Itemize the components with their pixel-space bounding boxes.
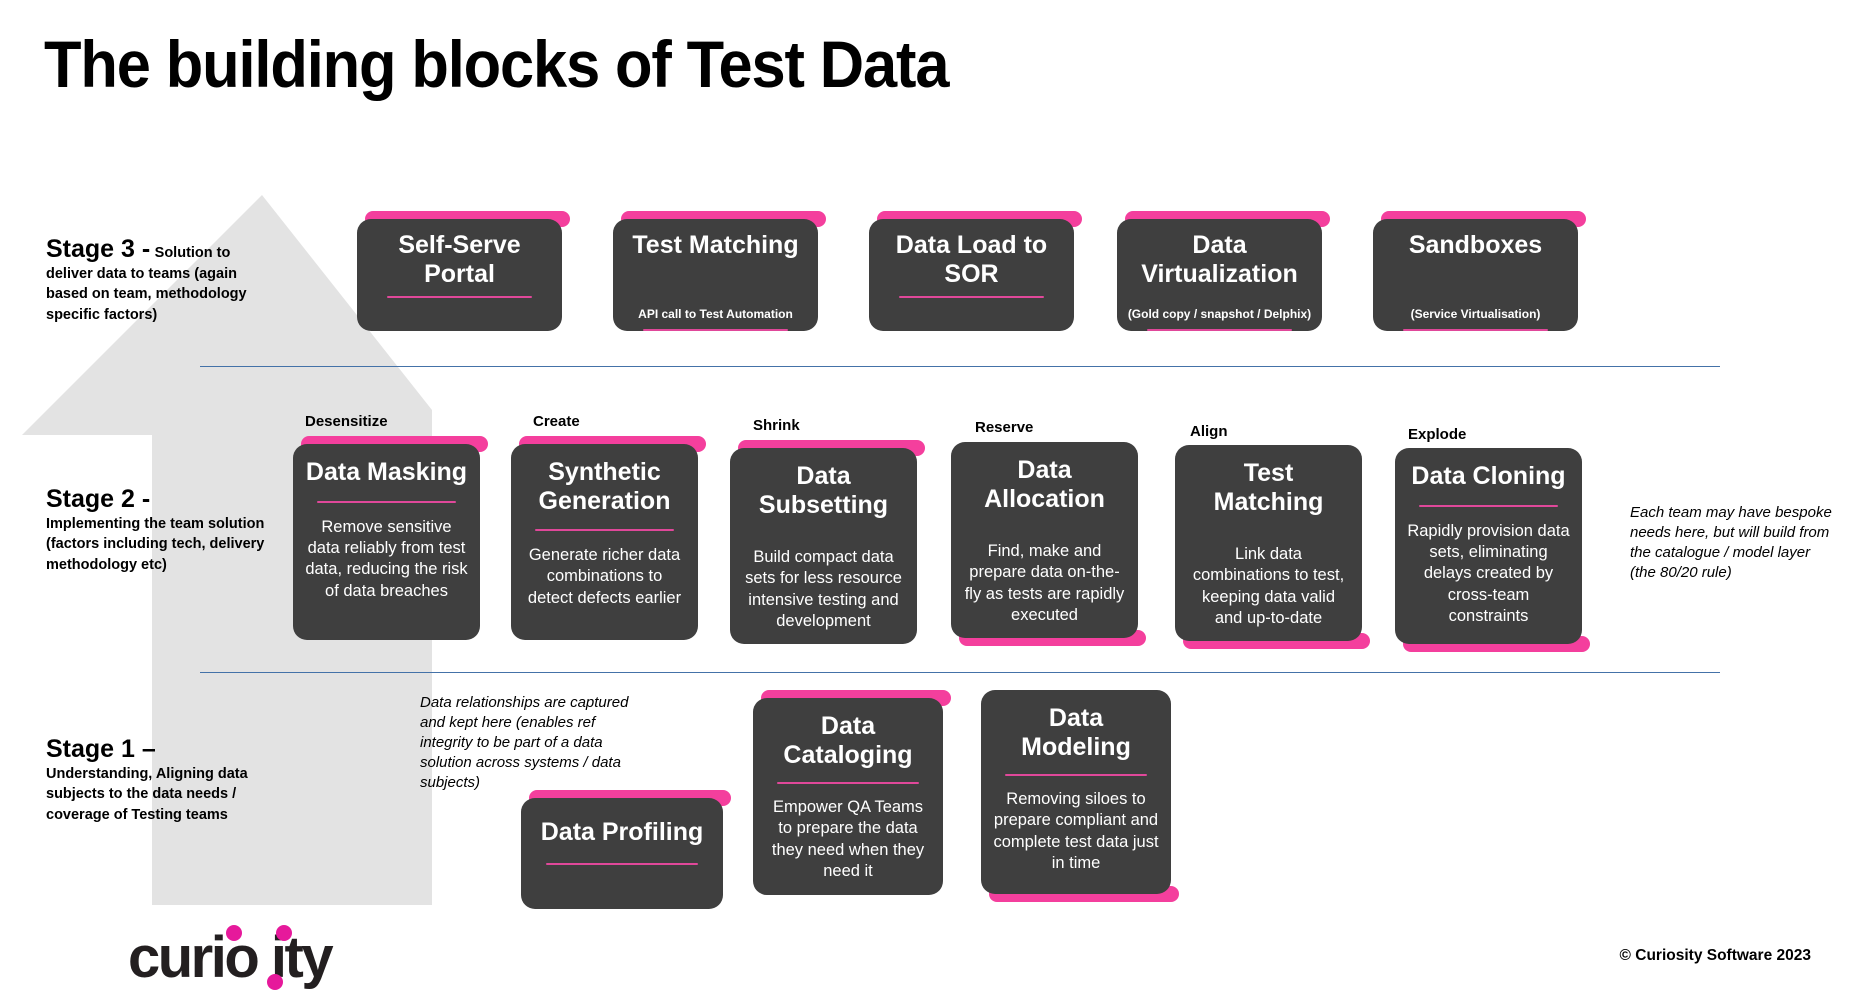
- card-body: Data Cloning Rapidly provision data sets…: [1395, 448, 1582, 644]
- stage-3-label: Stage 3 - Solution to deliver data to te…: [46, 235, 271, 325]
- copyright-text: © Curiosity Software 2023: [1619, 947, 1811, 964]
- card-body: Data Virtualization (Gold copy / snapsho…: [1117, 219, 1322, 331]
- card-body: Data Allocation Find, make and prepare d…: [951, 442, 1138, 638]
- card-synthetic-generation[interactable]: Synthetic Generation Generate richer dat…: [511, 436, 706, 640]
- stage-1-heading: Stage 1 –: [46, 735, 156, 763]
- card-data-allocation[interactable]: Data Allocation Find, make and prepare d…: [951, 442, 1146, 646]
- card-subtitle: (Gold copy / snapshot / Delphix): [1127, 306, 1312, 321]
- card-description: Empower QA Teams to prepare the data the…: [771, 798, 925, 881]
- card-data-virtualization[interactable]: Data Virtualization (Gold copy / snapsho…: [1117, 211, 1330, 331]
- card-title: Data Profiling: [540, 818, 704, 846]
- note-stage2-right: Each team may have bespoke needs here, b…: [1630, 504, 1832, 581]
- card-body: Test Matching Link data combinations to …: [1175, 445, 1362, 641]
- card-divider: [777, 782, 919, 784]
- caption-desensitize: Desensitize: [305, 413, 388, 430]
- card-divider: [387, 296, 532, 298]
- card-description: Rapidly provision data sets, eliminating…: [1407, 521, 1570, 626]
- card-description: Find, make and prepare data on-the-fly a…: [964, 542, 1125, 625]
- card-data-profiling[interactable]: Data Profiling: [521, 790, 731, 909]
- card-title: Self-Serve Portal: [398, 231, 521, 288]
- card-body: Data Masking Remove sensitive data relia…: [293, 444, 480, 640]
- card-divider: [1147, 329, 1292, 331]
- caption-explode: Explode: [1408, 426, 1467, 443]
- caption-shrink: Shrink: [753, 417, 800, 434]
- card-divider: [1005, 774, 1147, 776]
- card-test-matching-stage3[interactable]: Test Matching API call to Test Automatio…: [613, 211, 826, 331]
- card-subtitle: (Service Virtualisation): [1410, 306, 1541, 321]
- card-title: Synthetic Generation: [538, 458, 671, 515]
- card-test-matching-stage2[interactable]: Test Matching Link data combinations to …: [1175, 445, 1370, 649]
- card-body: Data Load to SOR: [869, 219, 1074, 331]
- card-divider: [535, 529, 674, 531]
- card-sandboxes[interactable]: Sandboxes (Service Virtualisation): [1373, 211, 1586, 331]
- card-data-load-to-sor[interactable]: Data Load to SOR: [869, 211, 1082, 331]
- caption-align: Align: [1190, 423, 1228, 440]
- card-body: Data Cataloging Empower QA Teams to prep…: [753, 698, 943, 895]
- divider-stage3-stage2: [200, 366, 1720, 367]
- card-title: Data Virtualization: [1141, 231, 1298, 288]
- curiosity-logo: curio ity: [128, 925, 378, 1000]
- card-title: Sandboxes: [1408, 231, 1543, 259]
- card-data-subsetting[interactable]: Data Subsetting Build compact data sets …: [730, 440, 925, 644]
- card-description: Build compact data sets for less resourc…: [745, 548, 902, 631]
- stage-1-description: Understanding, Aligning data subjects to…: [46, 765, 248, 823]
- card-title: Data Modeling: [1021, 704, 1131, 761]
- card-body: Synthetic Generation Generate richer dat…: [511, 444, 698, 640]
- page-title: The building blocks of Test Data: [44, 27, 949, 101]
- stage-1-label: Stage 1 – Understanding, Aligning data s…: [46, 735, 271, 825]
- note-stage1-left: Data relationships are captured and kept…: [420, 694, 629, 791]
- card-data-cloning[interactable]: Data Cloning Rapidly provision data sets…: [1395, 448, 1590, 652]
- card-self-serve-portal[interactable]: Self-Serve Portal: [357, 211, 570, 331]
- card-divider: [317, 500, 456, 503]
- card-description: Removing siloes to prepare compliant and…: [993, 790, 1159, 873]
- card-body: Data Subsetting Build compact data sets …: [730, 448, 917, 644]
- card-title: Test Matching: [1213, 459, 1324, 516]
- stage-3-heading: Stage 3 -: [46, 235, 151, 263]
- caption-create: Create: [533, 413, 580, 430]
- card-body: Sandboxes (Service Virtualisation): [1373, 219, 1578, 331]
- card-title: Data Subsetting: [758, 462, 889, 519]
- card-divider: [899, 296, 1044, 298]
- curiosity-logo-icon: curio ity: [128, 925, 336, 990]
- divider-stage2-stage1: [200, 672, 1720, 673]
- card-body: Self-Serve Portal: [357, 219, 562, 331]
- card-description: Generate richer data combinations to det…: [527, 546, 682, 607]
- card-title: Data Cataloging: [783, 712, 913, 769]
- card-body: Test Matching API call to Test Automatio…: [613, 219, 818, 331]
- stage-2-label: Stage 2 - Implementing the team solution…: [46, 485, 271, 575]
- card-description: Link data combinations to test, keeping …: [1192, 545, 1345, 628]
- card-title: Data Allocation: [984, 456, 1105, 513]
- stage-2-description: Implementing the team solution (factors …: [46, 515, 265, 573]
- card-description: Remove sensitive data reliably from test…: [305, 517, 468, 600]
- card-data-cataloging[interactable]: Data Cataloging Empower QA Teams to prep…: [753, 690, 951, 895]
- card-body: Data Modeling Removing siloes to prepare…: [981, 690, 1171, 894]
- card-body: Data Profiling: [521, 798, 723, 909]
- card-divider: [1403, 329, 1548, 331]
- card-divider: [1419, 504, 1558, 507]
- stage-3-description: deliver data to teams (again based on te…: [46, 265, 247, 323]
- stage-2-heading: Stage 2 -: [46, 485, 151, 513]
- card-subtitle: API call to Test Automation: [638, 306, 793, 321]
- card-divider: [643, 329, 788, 331]
- card-title: Data Cloning: [1411, 462, 1566, 490]
- card-data-masking[interactable]: Data Masking Remove sensitive data relia…: [293, 436, 488, 640]
- stage-3-heading-rest: Solution to: [154, 245, 231, 261]
- card-data-modeling[interactable]: Data Modeling Removing siloes to prepare…: [981, 690, 1179, 902]
- card-title: Data Load to SOR: [895, 231, 1048, 288]
- card-title: Data Masking: [305, 458, 468, 486]
- card-divider: [546, 862, 698, 865]
- caption-reserve: Reserve: [975, 419, 1034, 436]
- card-title: Test Matching: [632, 231, 799, 259]
